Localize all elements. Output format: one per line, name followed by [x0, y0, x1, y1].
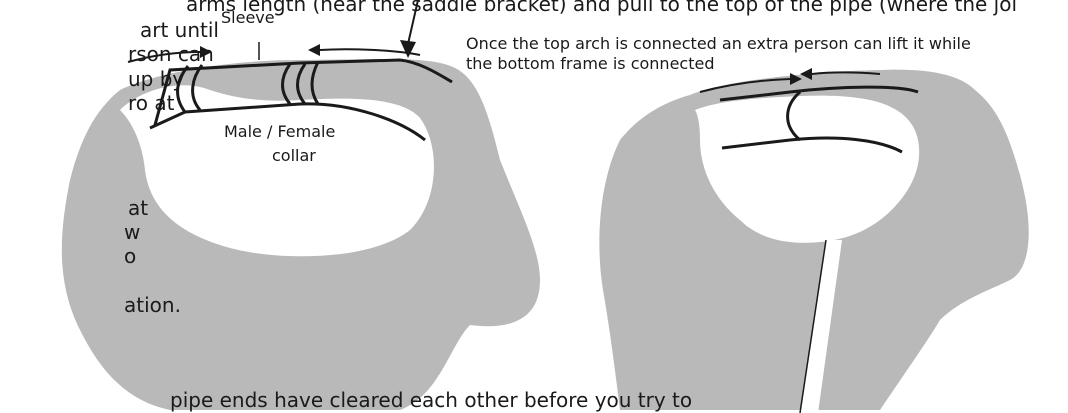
body-left-line-6: w [124, 222, 140, 242]
collar-label-line2: collar [272, 148, 316, 164]
body-left-line-4: ro at [128, 93, 174, 113]
sleeve-label: Sleeve [221, 10, 275, 26]
body-top-line: arms length (near the saddle bracket) an… [186, 0, 1017, 14]
pointer-arrowhead [400, 40, 416, 58]
right-push-arrowhead [308, 44, 320, 56]
body-bottom-line: pipe ends have cleared each other before… [170, 390, 692, 410]
body-left-line-5: at [128, 198, 148, 218]
right-caption-line2: the bottom frame is connected [466, 56, 714, 72]
body-left-line-3: up by [128, 69, 184, 89]
body-left-line-1: art until [140, 20, 219, 40]
body-left-line-2: rson can [128, 44, 214, 64]
body-left-line-8: ation. [124, 295, 181, 315]
body-left-line-7: o [124, 246, 136, 266]
right-caption-line1: Once the top arch is connected an extra … [466, 36, 971, 52]
collar-label-line1: Male / Female [224, 124, 335, 140]
